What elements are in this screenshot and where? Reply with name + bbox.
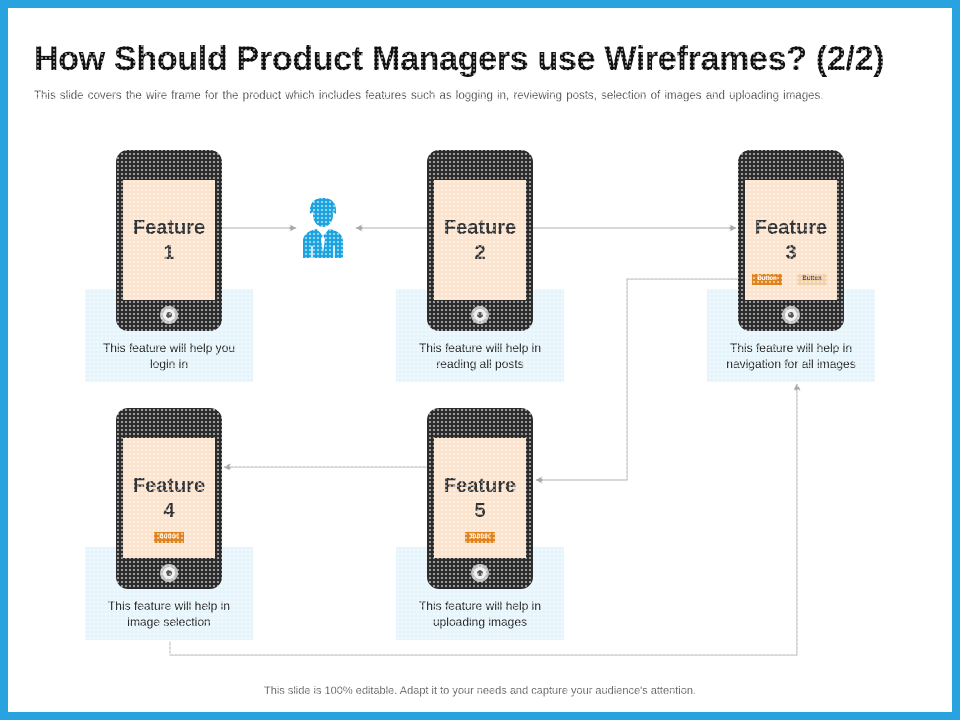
phone-screen: Feature 5 Button (434, 438, 526, 558)
wireframe-button-secondary[interactable]: Button (797, 274, 827, 285)
feature-1-label: Feature 1 (123, 216, 215, 266)
wireframe-button-primary[interactable]: Button (752, 274, 782, 285)
phone-screen: Feature 1 (123, 180, 215, 300)
feature-3-label: Feature 3 (745, 216, 837, 266)
wireframe-button[interactable]: Button (465, 532, 495, 543)
user-icon (303, 198, 343, 258)
home-button-icon (782, 306, 800, 324)
home-button-icon (160, 564, 178, 582)
home-button-icon (471, 306, 489, 324)
phone-feature-1: Feature 1 (116, 150, 222, 331)
feature-label-text: Feature (132, 217, 206, 239)
feature-label-text: Feature (443, 475, 517, 497)
connector-feature3-to-feature5 (535, 278, 752, 484)
feature-number: 3 (785, 242, 797, 264)
feature-2-label: Feature 2 (434, 216, 526, 266)
phone-screen: Feature 2 (434, 180, 526, 300)
feature-label-text: Feature (443, 217, 517, 239)
home-button-icon (160, 306, 178, 324)
phone-feature-3: Feature 3 Button Button (738, 150, 844, 331)
feature-number: 5 (474, 500, 486, 522)
feature-label-text: Feature (754, 217, 828, 239)
feature-label-text: Feature (132, 475, 206, 497)
phone-feature-4: Feature 4 Button (116, 408, 222, 589)
feature-number: 1 (163, 242, 175, 264)
phone-screen: Feature 4 Button (123, 438, 215, 558)
footer-note: This slide is 100% editable. Adapt it to… (264, 685, 696, 697)
feature-number: 2 (474, 242, 486, 264)
home-button-icon (471, 564, 489, 582)
phone-feature-5: Feature 5 Button (427, 408, 533, 589)
feature-5-label: Feature 5 (434, 474, 526, 524)
phone-screen: Feature 3 Button Button (745, 180, 837, 300)
phone-feature-2: Feature 2 (427, 150, 533, 331)
feature-number: 4 (163, 500, 175, 522)
wireframe-button[interactable]: Button (154, 532, 184, 543)
feature-4-label: Feature 4 (123, 474, 215, 524)
